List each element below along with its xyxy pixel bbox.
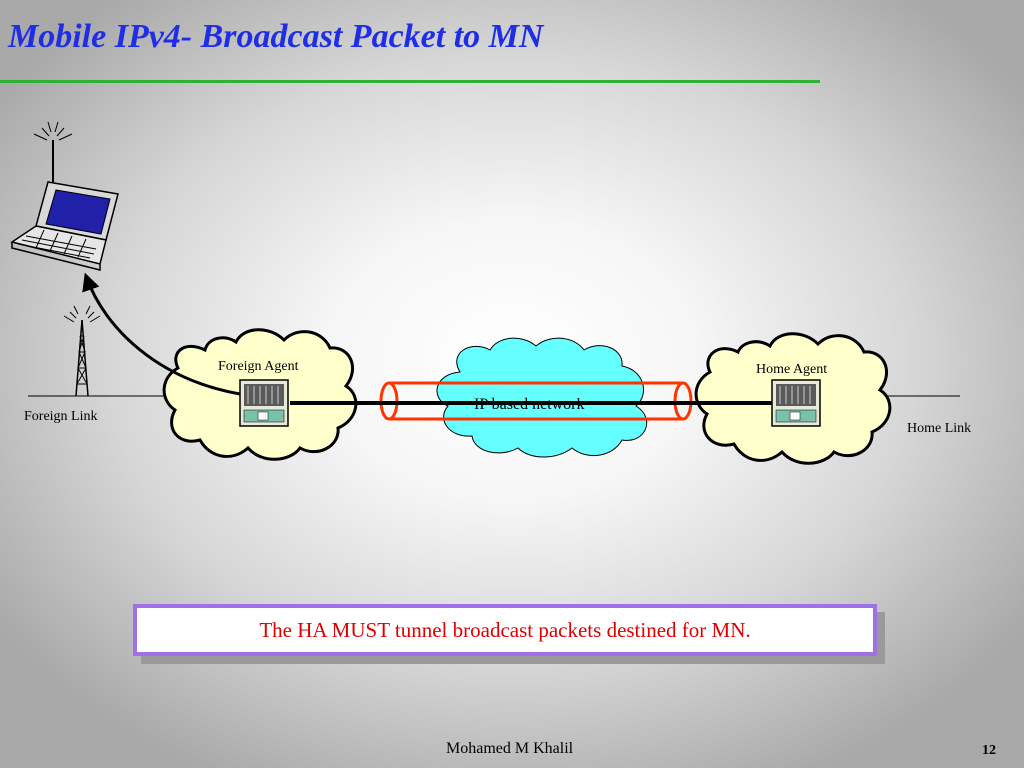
callout-box: The HA MUST tunnel broadcast packets des…	[133, 604, 877, 656]
antenna-tower-icon	[63, 305, 101, 397]
home-link-label: Home Link	[907, 421, 972, 436]
title-underline	[0, 80, 820, 83]
tunnel	[379, 381, 693, 421]
network-label: IP based network	[474, 396, 585, 413]
network-cloud	[436, 337, 648, 458]
page-number: 12	[982, 743, 996, 758]
callout-text: The HA MUST tunnel broadcast packets des…	[259, 617, 751, 642]
slide-title: Mobile IPv4- Broadcast Packet to MN	[8, 18, 544, 55]
foreign-agent-label: Foreign Agent	[218, 359, 299, 374]
footer-author: Mohamed M Khalil	[446, 740, 574, 757]
foreign-link-label: Foreign Link	[24, 409, 98, 424]
foreign-agent-router-icon	[239, 379, 289, 427]
mobile-node-laptop-icon	[10, 121, 119, 271]
delivery-arrow	[82, 272, 241, 396]
home-agent-router-icon	[771, 379, 821, 427]
home-agent-label: Home Agent	[756, 362, 828, 377]
